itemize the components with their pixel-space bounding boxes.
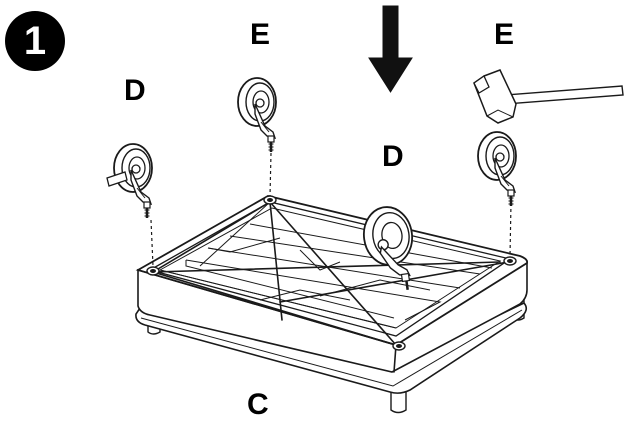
label-e-caster: E xyxy=(250,18,271,51)
caster-wheel-icon xyxy=(476,130,518,208)
down-arrow-icon xyxy=(368,5,413,93)
label-d-caster: D xyxy=(124,74,146,107)
base-tray xyxy=(135,195,529,414)
caster-wheel-icon xyxy=(362,206,414,290)
hammer-icon xyxy=(473,69,624,124)
label-c-base: C xyxy=(247,388,269,421)
label-e-caster: E xyxy=(494,18,515,51)
step-number-badge: 1 xyxy=(5,11,65,71)
caster-wheel-icon xyxy=(236,76,278,154)
caster-wheel-icon xyxy=(106,142,154,220)
label-d-caster: D xyxy=(382,140,404,173)
